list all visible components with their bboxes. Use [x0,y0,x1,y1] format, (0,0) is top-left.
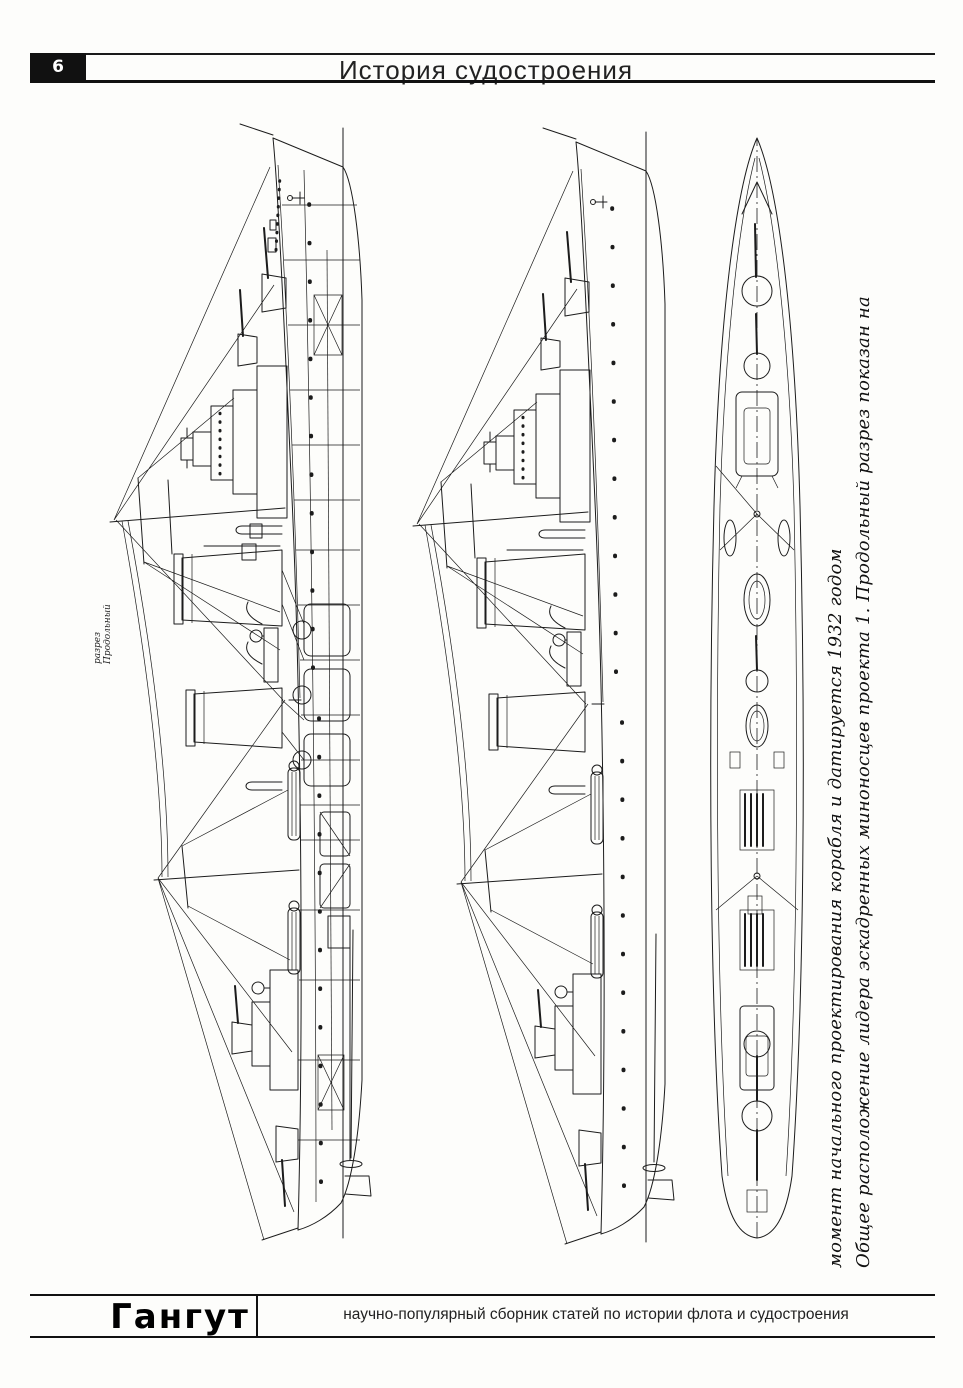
plan-funnels [743,573,771,748]
hull-outline [575,131,666,1243]
plan-deckhouses [729,751,785,1213]
bow-fittings [239,123,305,205]
page-number: 6 [52,57,64,77]
outboard-profile-svg [412,127,675,1245]
hull-outline [272,127,363,1239]
plan-boats [723,519,791,557]
boilers [281,569,351,787]
ship-longitudinal-section-drawing [92,120,963,1241]
ship-outboard-profile-drawing [395,124,963,1245]
foremast [412,170,589,705]
plan-masts-rigging [715,465,799,911]
page-number-box: 6 [30,53,86,81]
header-rule-top [86,53,935,55]
superstructure [180,173,299,1091]
footer-subtitle: научно-популярный сборник статей по исто… [343,1306,849,1323]
stern-gear [564,933,675,1245]
funnels [173,545,283,749]
internal-structure [281,169,360,1203]
plan-breakwater [741,181,773,215]
longitudinal-section-svg [109,123,372,1241]
turbines [319,811,351,1161]
plan-torpedo-tubes [739,789,775,971]
torpedo-tubes [287,760,301,975]
footer-divider [256,1294,258,1338]
mainmast [424,524,603,1245]
guns [534,231,602,1211]
funnels [476,549,586,753]
ship-deck-plan-drawing [700,126,963,1239]
plan-bridge [735,391,779,489]
plan-guns [741,223,773,1181]
superstructure [483,369,602,1095]
drawing-inline-label: Продольный разрез [93,604,113,664]
journal-logo: Гангут [110,1297,250,1337]
footer-rule-bottom [30,1336,935,1338]
header-rule-bottom [30,80,935,83]
bow-fittings [542,127,608,209]
footer-rule-top [30,1294,935,1296]
guns [231,227,299,1207]
torpedo-tubes [590,764,604,979]
mainmast [121,520,300,1241]
figure-caption: Общее расположение лидера эскадренных ми… [825,296,874,1268]
stern-gear [261,929,372,1241]
magazines [313,294,345,1111]
deck-plan-svg [710,137,804,1239]
foremast [109,166,286,701]
